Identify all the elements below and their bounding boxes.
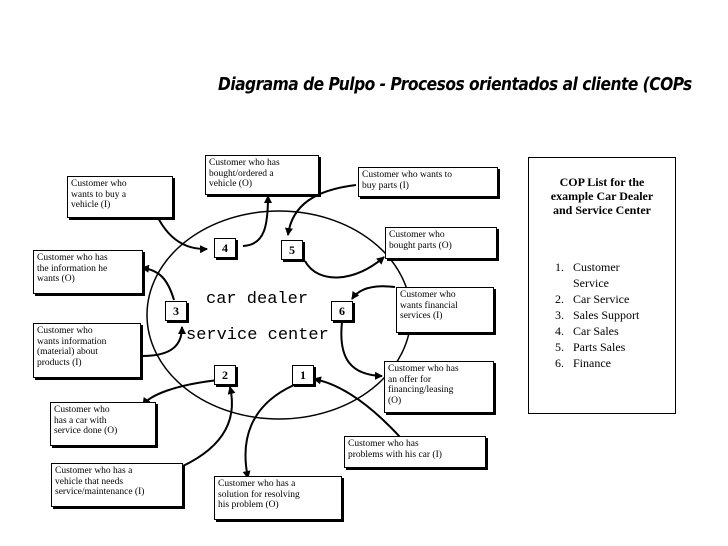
customer-box-bought-parts: Customer who bought parts (O): [385, 227, 497, 259]
arrow-1-to-has-solution: [242, 384, 295, 479]
customer-box-wants-financial: Customer who wants financial services (I…: [396, 287, 494, 333]
customer-box-buy-vehicle: Customer who wants to buy a vehicle (I): [67, 176, 173, 218]
process-number-2: 2: [214, 365, 236, 385]
arrow-wants-financial-to-6: [351, 285, 396, 300]
process-number-1: 1: [292, 365, 314, 385]
customer-box-has-solution: Customer who has a solution for resolvin…: [214, 476, 342, 520]
process-number-5: 5: [281, 240, 303, 260]
arrow-wants-parts-to-5: [284, 184, 357, 236]
process-number-3: 3: [165, 301, 187, 321]
cop-list-panel: COP List for the example Car Dealer and …: [528, 157, 676, 414]
customer-box-car-serviced: Customer who has a car with service done…: [50, 402, 156, 446]
arrow-4-to-bought-vehicle: [242, 195, 272, 247]
cop-list-item: Car Service: [567, 291, 675, 307]
customer-box-wants-information: Customer who wants information (material…: [33, 323, 141, 378]
arrow-wants-information-to-3: [141, 326, 186, 357]
cop-list-item: Customer Service: [567, 259, 675, 291]
cop-list-item: Finance: [567, 355, 675, 371]
cop-list-item: Parts Sales: [567, 339, 675, 355]
diagram-title: Diagrama de Pulpo - Procesos orientados …: [218, 74, 692, 95]
customer-box-wants-parts: Customer who wants to buy parts (I): [358, 167, 498, 197]
cop-list-title: COP List for the example Car Dealer and …: [550, 175, 654, 217]
center-label-line2: service center: [186, 326, 329, 345]
process-number-4: 4: [214, 238, 236, 258]
customer-box-has-problems: Customer who has problems with his car (…: [344, 436, 486, 468]
arrow-5-to-bought-parts: [304, 256, 385, 279]
arrow-has-problems-to-1: [313, 376, 401, 438]
cop-list-item: Car Sales: [567, 323, 675, 339]
arrow-3-to-has-information: [141, 264, 175, 301]
cop-list: Customer Service Car Service Sales Suppo…: [529, 259, 675, 371]
arrow-needs-maintenance-to-2: [173, 386, 236, 471]
customer-box-needs-maintenance: Customer who has a vehicle that needs se…: [51, 463, 183, 507]
center-label-line1: car dealer: [206, 290, 309, 309]
arrow-6-to-has-offer: [340, 321, 383, 380]
customer-box-has-offer: Customer who has an offer for financing/…: [384, 361, 494, 413]
customer-box-bought-vehicle: Customer who has bought/ordered a vehicl…: [205, 155, 319, 195]
customer-box-has-information: Customer who has the information he want…: [33, 250, 143, 294]
process-number-6: 6: [331, 301, 353, 321]
cop-list-item: Sales Support: [567, 307, 675, 323]
